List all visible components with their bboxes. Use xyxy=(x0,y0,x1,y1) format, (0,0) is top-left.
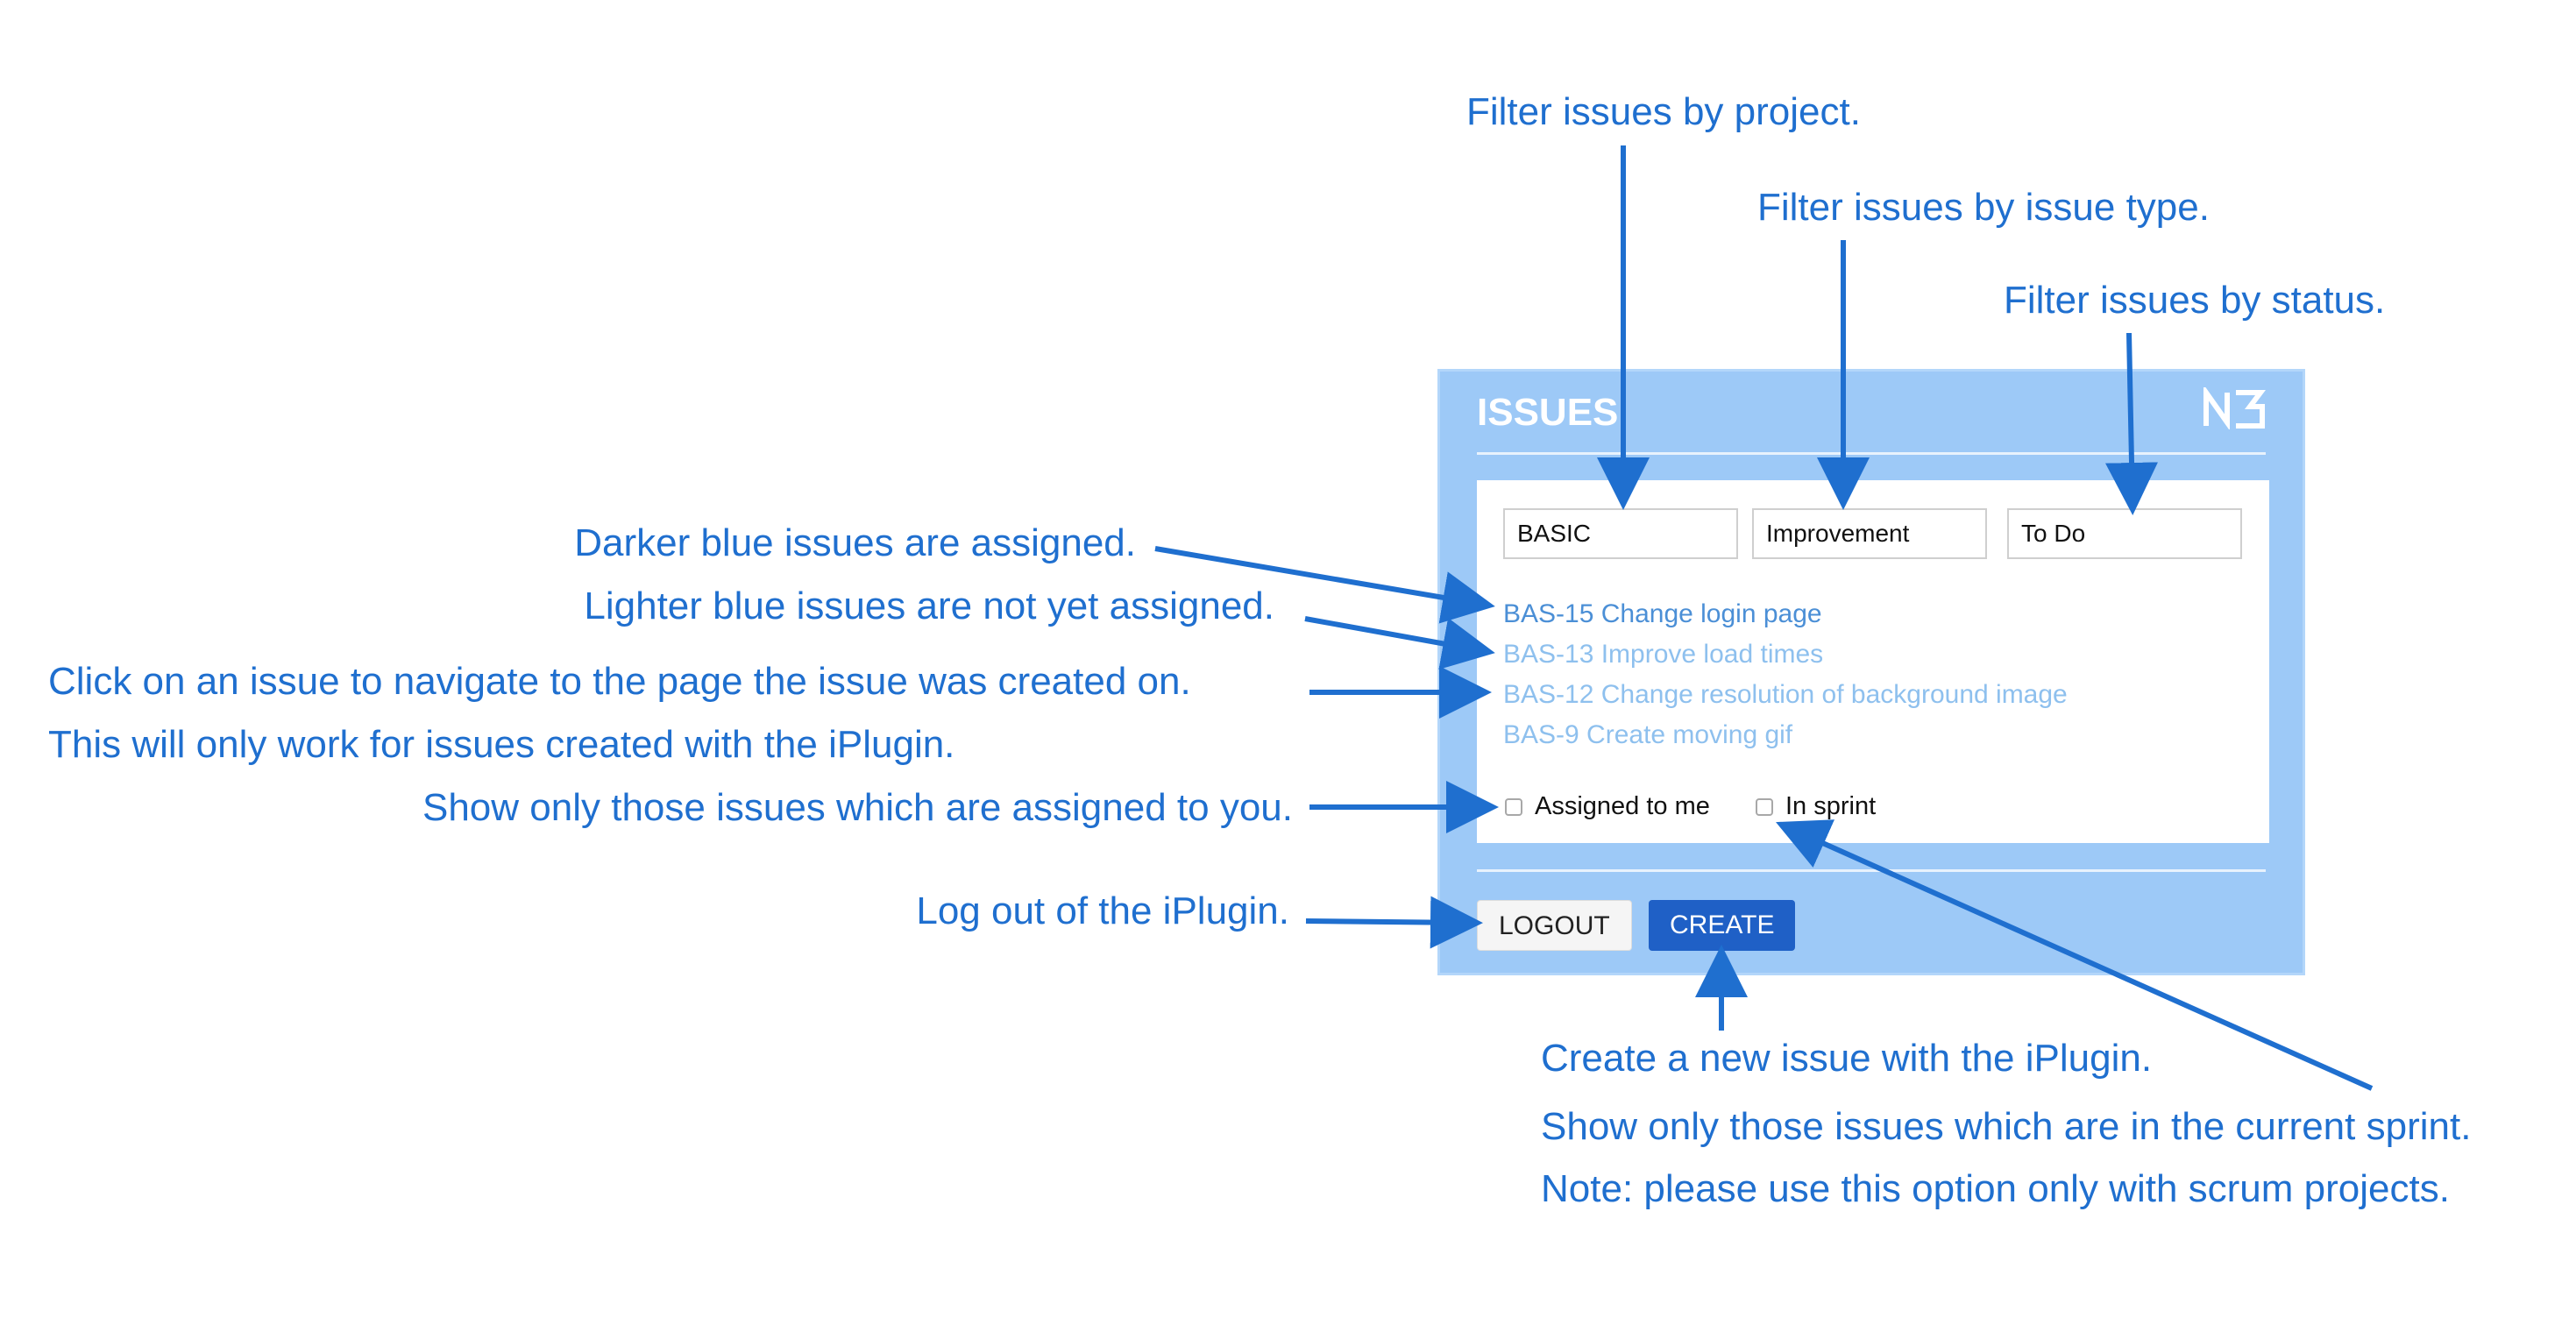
footer-divider xyxy=(1477,869,2266,872)
annotation-sprint-note: Note: please use this option only with s… xyxy=(1541,1167,2450,1210)
issue-link-unassigned[interactable]: BAS-13 Improve load times xyxy=(1503,640,1824,669)
annotation-filter-project: Filter issues by project. xyxy=(1466,90,1861,133)
panel-title: ISSUES xyxy=(1477,391,1619,434)
arrow-logout xyxy=(1305,896,1483,949)
annotation-sprint: Show only those issues which are in the … xyxy=(1541,1105,2472,1148)
issue-link-assigned[interactable]: BAS-15 Change login page xyxy=(1503,599,1822,628)
checkbox-box[interactable] xyxy=(1505,797,1522,816)
create-button[interactable]: CREATE xyxy=(1649,900,1796,951)
arrow-darker-blue xyxy=(1154,546,1495,624)
logout-button[interactable]: LOGOUT xyxy=(1477,900,1632,951)
arrow-lighter-blue xyxy=(1304,616,1495,670)
issues-panel: ISSUES BASIC Improvement To Do BAS-15 Ch… xyxy=(1437,369,2305,975)
annotation-assigned-to-you: Show only those issues which are assigne… xyxy=(422,786,1293,829)
issue-link-unassigned[interactable]: BAS-12 Change resolution of background i… xyxy=(1503,680,2068,709)
annotation-filter-status: Filter issues by status. xyxy=(2004,279,2386,322)
issue-link-unassigned[interactable]: BAS-9 Create moving gif xyxy=(1503,720,1793,749)
annotation-lighter-blue: Lighter blue issues are not yet assigned… xyxy=(584,585,1274,627)
annotation-logout: Log out of the iPlugin. xyxy=(916,889,1289,932)
nb-logo-icon xyxy=(2203,387,2266,429)
issue-type-filter-input[interactable]: Improvement xyxy=(1752,508,1987,559)
assigned-to-me-checkbox[interactable]: Assigned to me xyxy=(1505,792,1710,821)
annotation-filter-type: Filter issues by issue type. xyxy=(1757,186,2210,229)
checkbox-label: In sprint xyxy=(1785,792,1877,820)
project-filter-input[interactable]: BASIC xyxy=(1503,508,1738,559)
in-sprint-checkbox[interactable]: In sprint xyxy=(1756,792,1876,821)
annotation-create: Create a new issue with the iPlugin. xyxy=(1541,1037,2153,1080)
checkbox-label: Assigned to me xyxy=(1535,792,1710,820)
arrow-status-filter xyxy=(2105,332,2159,515)
annotation-darker-blue: Darker blue issues are assigned. xyxy=(574,521,1136,564)
annotation-click-issue: Click on an issue to navigate to the pag… xyxy=(48,660,1191,703)
arrow-in-sprint xyxy=(1776,819,2374,1091)
checkbox-box[interactable] xyxy=(1756,797,1773,816)
title-divider xyxy=(1477,452,2266,455)
status-filter-input[interactable]: To Do xyxy=(2007,508,2242,559)
issues-content: BASIC Improvement To Do BAS-15 Change lo… xyxy=(1477,480,2269,843)
annotation-click-issue-note: This will only work for issues created w… xyxy=(48,723,955,766)
